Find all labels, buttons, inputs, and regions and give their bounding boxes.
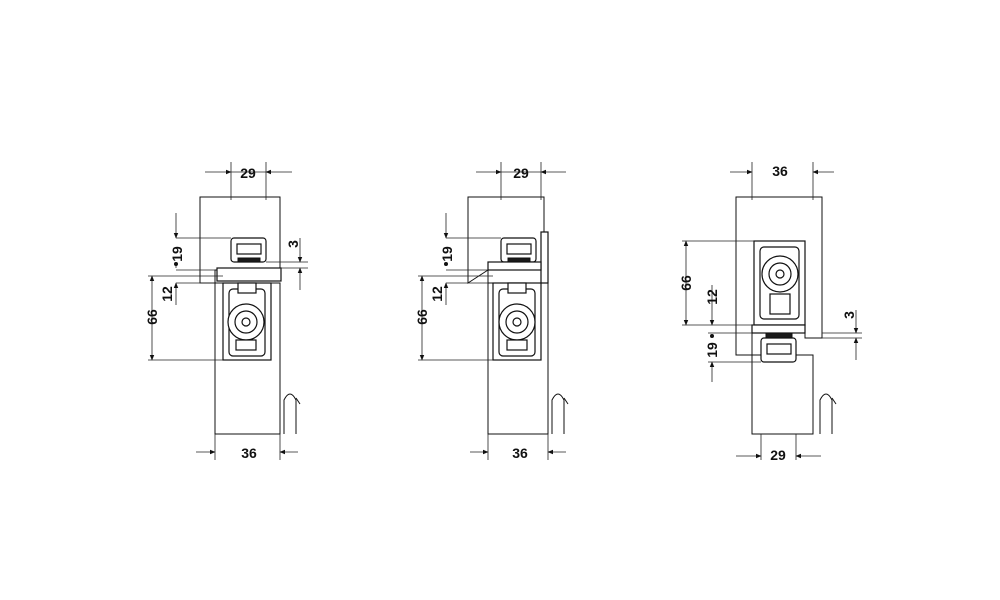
dim-label-bottom: 29 [770,447,786,463]
dim-66: 66 [144,275,223,361]
dim-top-29: 29 [205,162,292,200]
dim-label-3: 3 [285,240,301,248]
dim-19: 19 [704,334,761,382]
dim-66: 66 [414,275,493,361]
dim-bottom-36: 36 [470,434,566,461]
roller-carriage [751,240,806,334]
upper-guide [230,237,267,263]
roller-carriage [222,282,272,361]
dim-label-19: 19 [439,246,455,262]
dim-12: 12 [429,282,488,305]
track-profile [216,267,282,282]
dim-3: 3 [266,238,308,290]
dim-label-66: 66 [678,275,694,291]
dim-label-3: 3 [841,311,857,319]
dim-66: 66 [678,240,754,326]
dim-top-36: 36 [730,162,834,200]
dim-label-12: 12 [159,286,175,302]
dim-label-top: 29 [240,165,256,181]
dim-label-bottom: 36 [512,445,528,461]
figure-3: 36 29 66 12 19 [678,162,862,463]
dim-label-top: 29 [513,165,529,181]
dim-12: 12 [704,285,752,334]
dim-label-12: 12 [704,289,720,305]
roller-carriage [492,282,542,361]
dim-label-19: 19 [169,246,185,262]
dim-bottom-36: 36 [196,434,298,461]
dim-19: 19 [169,213,231,268]
bottom-panel-hatched [751,354,814,435]
door-rod [819,393,833,434]
dim-label-66: 66 [414,309,430,325]
dim-bottom-29: 29 [736,434,821,463]
dim-label-top: 36 [772,163,788,179]
dim-label-19: 19 [704,342,720,358]
dim-3: 3 [822,310,862,360]
dim-12: 12 [159,269,215,305]
upper-guide [487,237,542,271]
dim-19: 19 [439,213,501,271]
door-rod [283,393,297,434]
dim-label-bottom: 36 [241,445,257,461]
lower-guide [760,332,797,363]
dim-top-29: 29 [476,162,566,200]
door-rod [551,393,565,434]
dim-label-12: 12 [429,286,445,302]
dim-label-66: 66 [144,309,160,325]
top-panel-edge [540,231,549,284]
figure-1: 29 36 19 12 66 [144,162,308,461]
figure-2: 29 36 19 12 66 [414,162,569,461]
